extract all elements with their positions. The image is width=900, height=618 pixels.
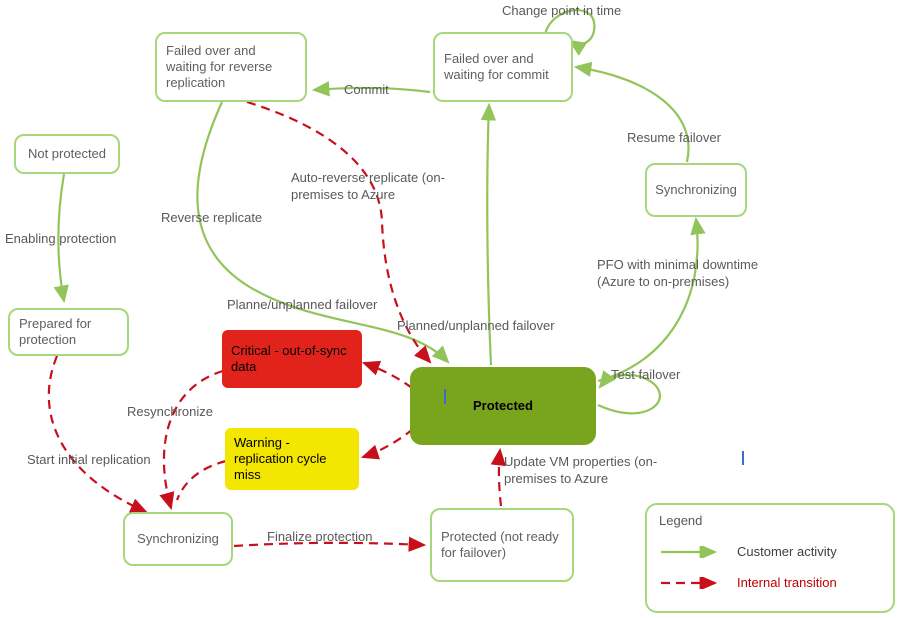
edge-enabling-protection [53,173,69,304]
customer-activity-arrow-icon [661,545,718,558]
edge-protected-to-warning [360,428,414,460]
edge-label-test-failover: Test failover [611,367,681,382]
edge-update-vm-properties [490,447,506,507]
node-synchronizing-bottom: Synchronizing [123,512,233,566]
edge-reverse-replicate [196,101,450,364]
node-critical-out-of-sync: Critical - out-of-sync data [222,330,362,388]
edge-resume-failover [573,61,690,163]
edge-start-initial-replication [47,355,149,514]
edge-protected-to-critical [361,360,413,389]
text-cursor-artifact [742,451,744,465]
edge-label-pfo-minimal-downtime: PFO with minimal downtime (Azure to on-p… [597,257,759,289]
node-prepared-for-protection: Prepared for protection [8,308,129,356]
edge-label-update-vm-properties: Update VM properties (on-premises to Azu… [504,454,658,486]
edge-finalize-protection [233,536,427,552]
edge-label-planned-unplanned-failover-right: Planned/unplanned failover [397,318,555,333]
internal-transition-arrow-icon [661,576,718,589]
text-cursor-artifact [444,389,446,404]
node-protected: Protected [410,367,596,445]
edge-commit [311,81,431,97]
edge-label-reverse-replicate: Reverse replicate [161,210,263,225]
node-failed-over-waiting-reverse-replication: Failed over and waiting for reverse repl… [155,32,307,102]
legend-row-customer-activity: Customer activity [659,544,881,559]
edge-label-resume-failover: Resume failover [627,130,721,145]
node-failed-over-waiting-commit: Failed over and waiting for commit [433,32,573,102]
legend-box: Legend Customer activity Internal transi… [645,503,895,613]
edge-change-point-in-time [543,9,596,56]
edge-test-failover [597,370,661,415]
edge-pfo-minimal-downtime [597,216,706,383]
edge-warning-resync-join [175,459,227,501]
edge-label-enabling-protection: Enabling protection [5,231,117,246]
legend-internal-transition-label: Internal transition [737,575,837,590]
legend-title: Legend [659,513,703,528]
edge-resynchronize [159,369,224,511]
edge-label-start-initial-replication: Start initial replication [27,452,151,467]
edge-planned-unplanned-failover [480,102,497,366]
edge-label-commit: Commit [344,82,389,97]
legend-row-internal-transition: Internal transition [659,575,881,590]
node-warning-replication-cycle-miss: Warning - replication cycle miss [225,428,359,490]
edge-label-auto-reverse-replicate: Auto-reverse replicate (on-premises to A… [291,170,445,202]
node-not-protected: Not protected [14,134,120,174]
legend-customer-activity-label: Customer activity [737,544,837,559]
node-protected-not-ready-for-failover: Protected (not ready for failover) [430,508,574,582]
edge-label-change-point-in-time: Change point in time [502,3,622,18]
node-synchronizing-right: Synchronizing [645,163,747,217]
edge-auto-reverse-replicate [246,100,432,364]
edge-label-resynchronize: Resynchronize [127,404,213,419]
edge-label-finalize-protection: Finalize protection [267,529,373,544]
edge-label-planned-unplanned-failover-left: Planne/unplanned failover [227,297,378,312]
